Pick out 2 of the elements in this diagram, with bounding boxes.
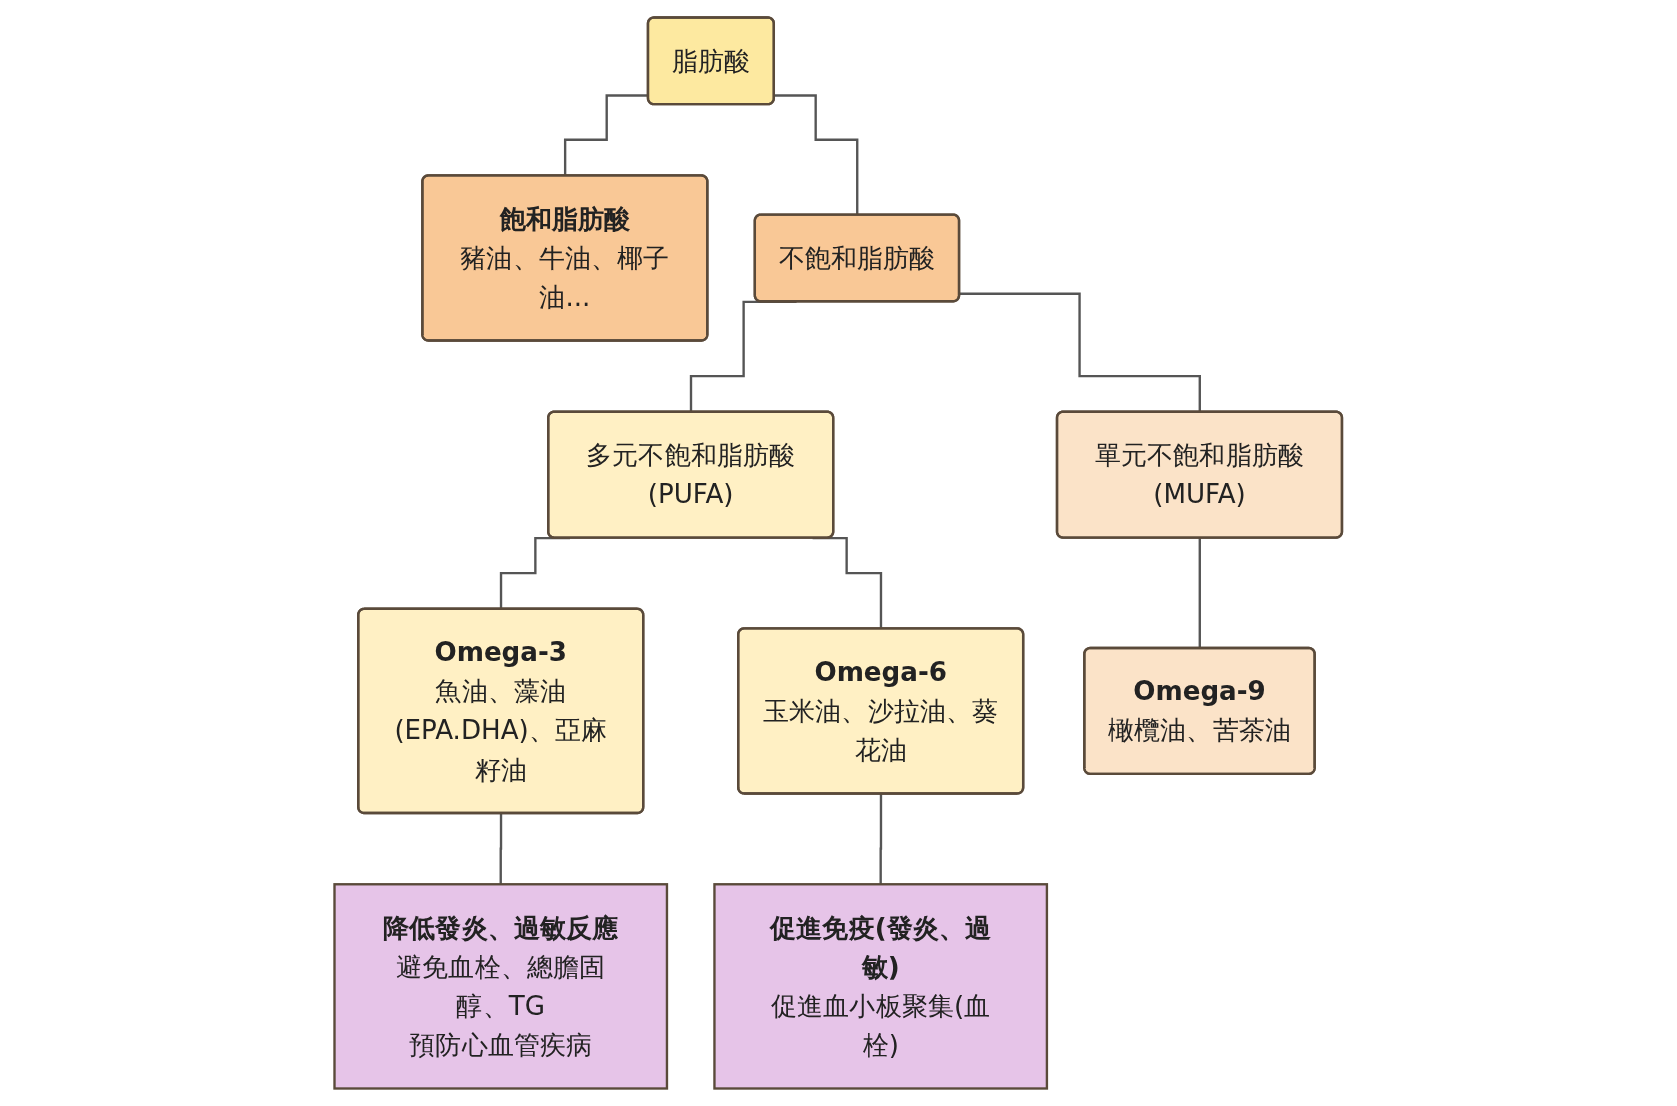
node-box: 降低發炎、過敏反應 避免血栓、總膽固醇、TG 預防心血管疾病: [333, 883, 669, 1090]
node-box: 促進免疫(發炎、過敏) 促進血小板聚集(血栓): [713, 883, 1049, 1090]
